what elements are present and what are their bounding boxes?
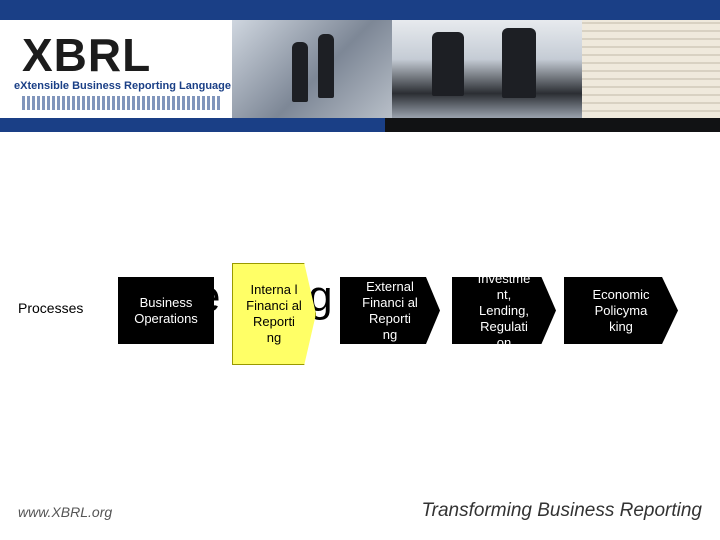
chevron-business-operations: Business Operations bbox=[118, 277, 214, 344]
footer-url: www.XBRL.org bbox=[18, 504, 113, 520]
photo-business-people-walking bbox=[232, 20, 392, 118]
logo-stripes bbox=[22, 96, 222, 110]
photo-financial-pages bbox=[582, 20, 720, 118]
chevron-label: Economic Policyma king bbox=[592, 286, 650, 334]
chevron-label: Interna l Financi al Reporti ng bbox=[246, 282, 302, 345]
photo-business-meeting bbox=[392, 20, 582, 118]
chevron-label: Business Operations bbox=[134, 294, 198, 326]
logo-tagline: eXtensible Business Reporting Language bbox=[14, 80, 231, 92]
chevron-investment-lending-regulation: Investme nt, Lending, Regulati on bbox=[452, 277, 556, 344]
footer-tagline: Transforming Business Reporting bbox=[421, 500, 702, 521]
processes-label: Processes bbox=[18, 300, 84, 316]
chevron-label: External Financi al Reporti ng bbox=[362, 278, 418, 342]
header-dark-strip bbox=[385, 118, 720, 132]
chevron-external-financial-reporting: External Financi al Reporti ng bbox=[340, 277, 440, 344]
logo-mark: XBRL bbox=[22, 29, 152, 81]
chevron-economic-policymaking: Economic Policyma king bbox=[564, 277, 678, 344]
chevron-internal-financial-reporting: Interna l Financi al Reporti ng bbox=[232, 263, 316, 365]
top-banner-bar bbox=[0, 0, 720, 20]
chevron-label: Investme nt, Lending, Regulati on bbox=[477, 277, 531, 344]
xbrl-logo: XBRL eXtensible Business Reporting Langu… bbox=[12, 24, 232, 112]
